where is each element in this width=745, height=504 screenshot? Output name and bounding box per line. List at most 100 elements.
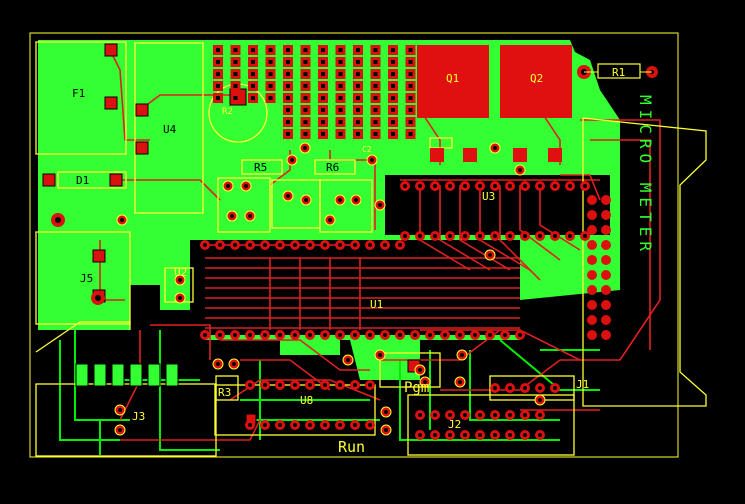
via-drill [244,184,248,188]
pad-drill [303,60,308,64]
pad-drill [391,60,395,64]
via-drill [346,358,350,362]
pad-drill [463,413,467,417]
pad-drill [353,423,357,427]
pad-drill [321,120,325,124]
pad-drill [391,132,395,136]
label-j1: J1 [576,378,589,391]
pad-drill [433,234,437,238]
pad-drill [353,243,357,247]
via-drill [458,380,462,384]
pad-drill [448,433,452,437]
pad-icon [601,315,611,325]
pad-drill [373,96,378,100]
via-drill [338,198,342,202]
label-r2: R2 [222,107,233,117]
pad-drill [478,413,482,417]
board-outline [29,32,679,458]
pad-drill [203,243,207,247]
pad-drill [553,234,557,238]
pad-drill [233,96,238,100]
r1-outline [597,63,641,79]
pad-drill [503,333,507,337]
pad-drill [538,386,542,390]
reference-labels: F1 U4 D1 J5 U2 R2 R5 R6 C2 Q1 Q2 R1 U3 U… [72,66,625,431]
via-drill [226,184,230,188]
pad-icon [601,210,611,220]
pad-icon [601,255,611,265]
pad-drill [463,234,467,238]
via-drill [488,253,492,257]
via-drill [378,203,382,207]
pad-drill [321,108,325,112]
pad-drill [303,120,308,124]
label-j3: J3 [132,410,145,423]
pad-drill [233,243,237,247]
pad-drill [583,234,587,238]
pad-drill [478,184,482,188]
pad-drill [478,433,482,437]
pad-drill [433,413,437,417]
pad-drill [373,108,378,112]
via-drill [538,398,542,402]
pad-drill [251,60,255,64]
pad-drill [391,48,395,52]
pad-drill [268,96,273,100]
pad-drill [268,72,273,76]
pad-drill [323,423,327,427]
via-drill [460,353,464,357]
pad-drill [463,184,467,188]
via-drill [423,380,427,384]
pad-drill [353,383,357,387]
pad-drill [508,413,512,417]
pad-drill [338,333,342,337]
label-j5: J5 [80,272,93,285]
pad-drill [323,243,327,247]
pad-drill [286,48,290,52]
pad-drill [523,433,527,437]
pad-drill [278,243,282,247]
via-drill [370,158,374,162]
pad-drill [368,333,372,337]
pad-drill [433,433,437,437]
pad-drill [356,60,360,64]
pad-drill [553,184,557,188]
pad-drill [368,423,372,427]
pad-drill [538,184,542,188]
label-f1: F1 [72,87,85,100]
pad-drill [373,48,378,52]
pad-drill [433,184,437,188]
vertical-board-text: MICRO METER [636,95,655,256]
pad-drill [251,48,255,52]
pad-drill [308,333,312,337]
pad-drill [338,48,343,52]
pad-drill [233,72,238,76]
via-drill [118,428,122,432]
pad-drill [448,234,452,238]
pad-icon [587,195,597,205]
pad-icon [587,330,597,340]
via-drill [232,362,236,366]
pad-drill [418,234,422,238]
via-drill [120,218,124,222]
pad-drill [538,413,542,417]
pad-drill [321,84,325,88]
pad-drill [248,383,252,387]
pad-drill [508,184,512,188]
pad-drill [391,108,395,112]
pad-drill [391,84,395,88]
pad-drill [286,96,290,100]
label-j2: J2 [448,418,461,431]
pad-drill [338,132,343,136]
pad-drill [356,120,360,124]
via-drill [303,146,307,150]
pad-drill [308,423,312,427]
via-drill [118,408,122,412]
via-drill [354,198,358,202]
pad-drill [398,333,402,337]
pad-drill [523,413,527,417]
pad-drill [338,243,342,247]
pad-drill [338,423,342,427]
pad-drill [286,120,290,124]
